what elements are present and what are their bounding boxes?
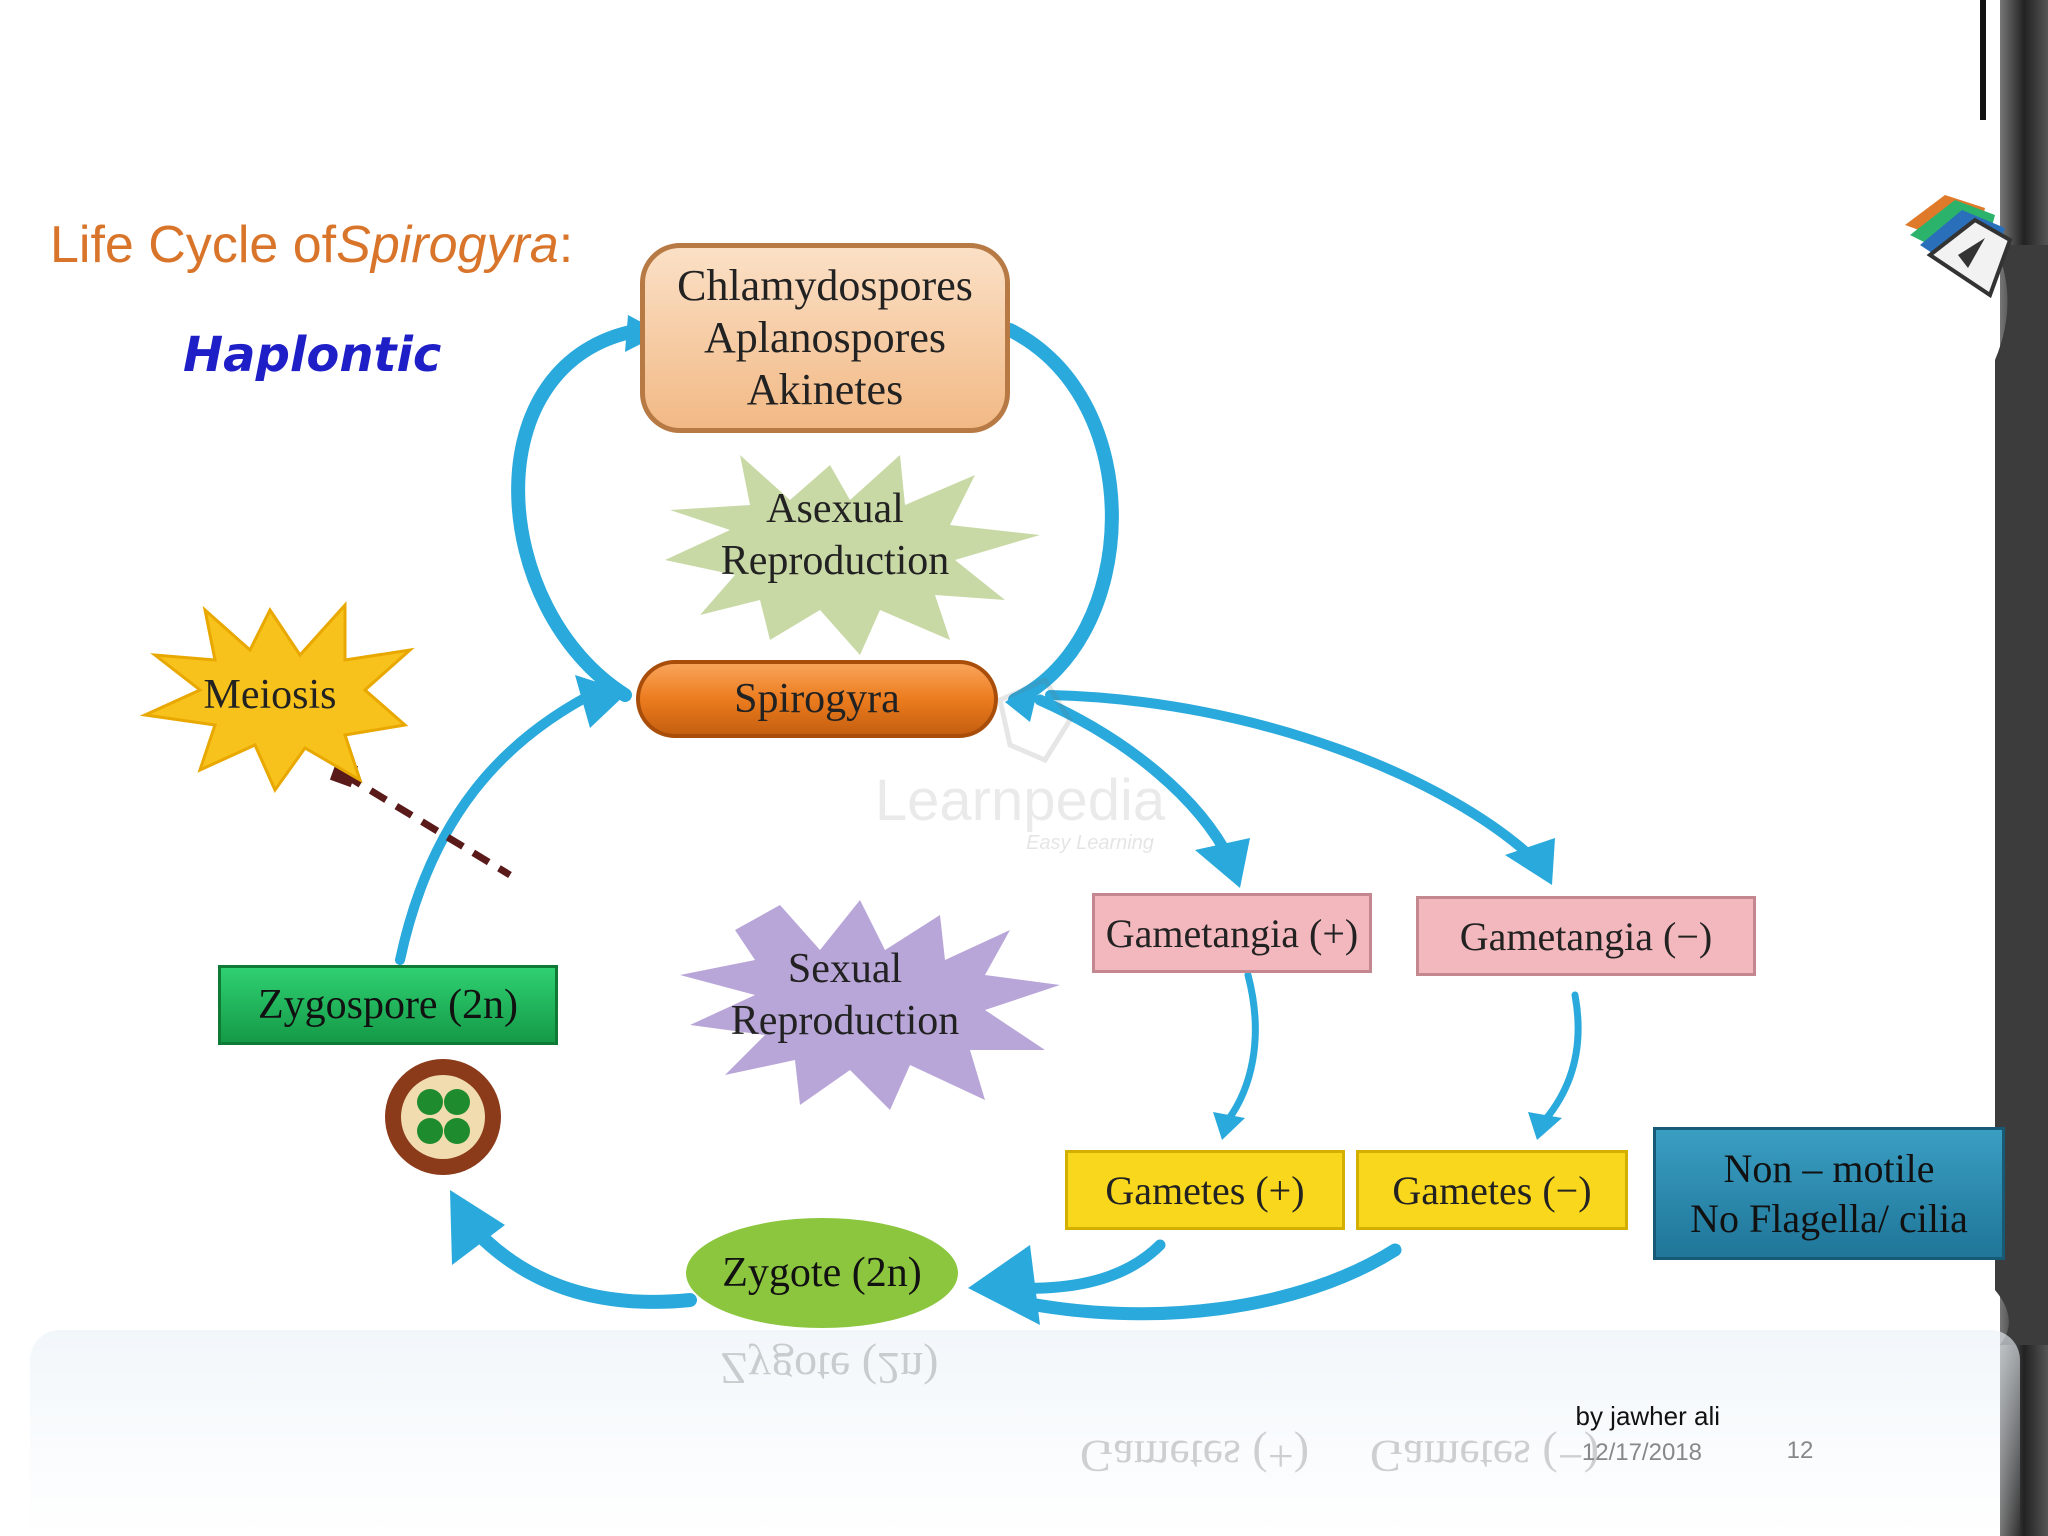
asexual-label: Asexual Reproduction [700, 480, 970, 590]
asexual-line-2: Reproduction [720, 538, 950, 584]
spores-line-3: Akinetes [746, 364, 904, 414]
zygote-reflection: Zygote (2n) [720, 1343, 939, 1394]
sexual-burst [680, 900, 1060, 1110]
spores-node: Chlamydospores Aplanospores Akinetes [640, 243, 1010, 433]
gametes-plus-node: Gametes (+) [1065, 1150, 1345, 1230]
zygospore-to-spirogyra-arrow [395, 685, 605, 965]
sexual-line-2: Reproduction [730, 998, 960, 1044]
non-motile-line-2: No Flagella/ cilia [1690, 1195, 1968, 1241]
loop-arrow-left [511, 323, 647, 702]
asexual-burst [665, 455, 1040, 655]
non-motile-line-1: Non – motile [1723, 1145, 1935, 1191]
sexual-label: Sexual Reproduction [720, 940, 970, 1050]
page-number: 12 [1786, 1437, 1814, 1464]
title-suffix: : [558, 216, 574, 274]
subtitle: Haplontic [183, 327, 442, 383]
zygospore-node: Zygospore (2n) [218, 965, 558, 1045]
slide-title: Life Cycle of Spirogyra: [50, 210, 573, 280]
loop-arrow-right [1003, 323, 1119, 707]
gametes-plus-reflection: Gametes (+) [1080, 1431, 1310, 1482]
title-italic: Spirogyra [336, 216, 559, 274]
right-decor-strip [1980, 0, 2048, 1536]
meiosis-dashed-pointer [343, 772, 512, 878]
slide-reflection: Zygote (2n) Gametes (+) Gametes (−) [30, 1330, 2020, 1536]
meiosis-burst [139, 601, 415, 794]
meiosis-label: Meiosis [203, 672, 337, 718]
footer-author: by jawher ali [1575, 1400, 1720, 1431]
learnpedia-watermark-logo [997, 676, 1073, 764]
sexual-line-1: Sexual [787, 945, 903, 992]
watermark-tagline: Easy Learning [1026, 831, 1154, 854]
gametangia-minus-to-gametes-arrow [1541, 991, 1582, 1124]
zygote-to-zygospore-arrow [463, 1218, 697, 1309]
watermark-brand: Learnpedia [874, 767, 1166, 833]
gametes-minus-node: Gametes (−) [1356, 1150, 1628, 1230]
zygospore-icon [385, 1059, 501, 1175]
spirogyra-node: Spirogyra [636, 660, 998, 738]
tablet-icon [1905, 195, 2013, 299]
spores-line-1: Chlamydospores [677, 261, 973, 311]
gametangia-plus-to-gametes-arrow [1224, 971, 1259, 1124]
asexual-line-1: Asexual [766, 485, 904, 532]
spores-line-2: Aplanospores [704, 313, 946, 363]
spirogyra-to-gametangia-plus-arrow [1034, 694, 1236, 866]
gametes-minus-to-zygote-arrow [1003, 1243, 1402, 1321]
spirogyra-to-gametangia-minus-arrow [1045, 690, 1540, 865]
zygote-node: Zygote (2n) [686, 1218, 958, 1328]
footer-date: 12/17/2018 [1581, 1439, 1702, 1466]
title-prefix: Life Cycle of [50, 216, 337, 274]
gametangia-minus-node: Gametangia (−) [1416, 896, 1756, 976]
non-motile-node: Non – motile No Flagella/ cilia [1653, 1127, 2005, 1260]
gametangia-plus-node: Gametangia (+) [1092, 893, 1372, 973]
